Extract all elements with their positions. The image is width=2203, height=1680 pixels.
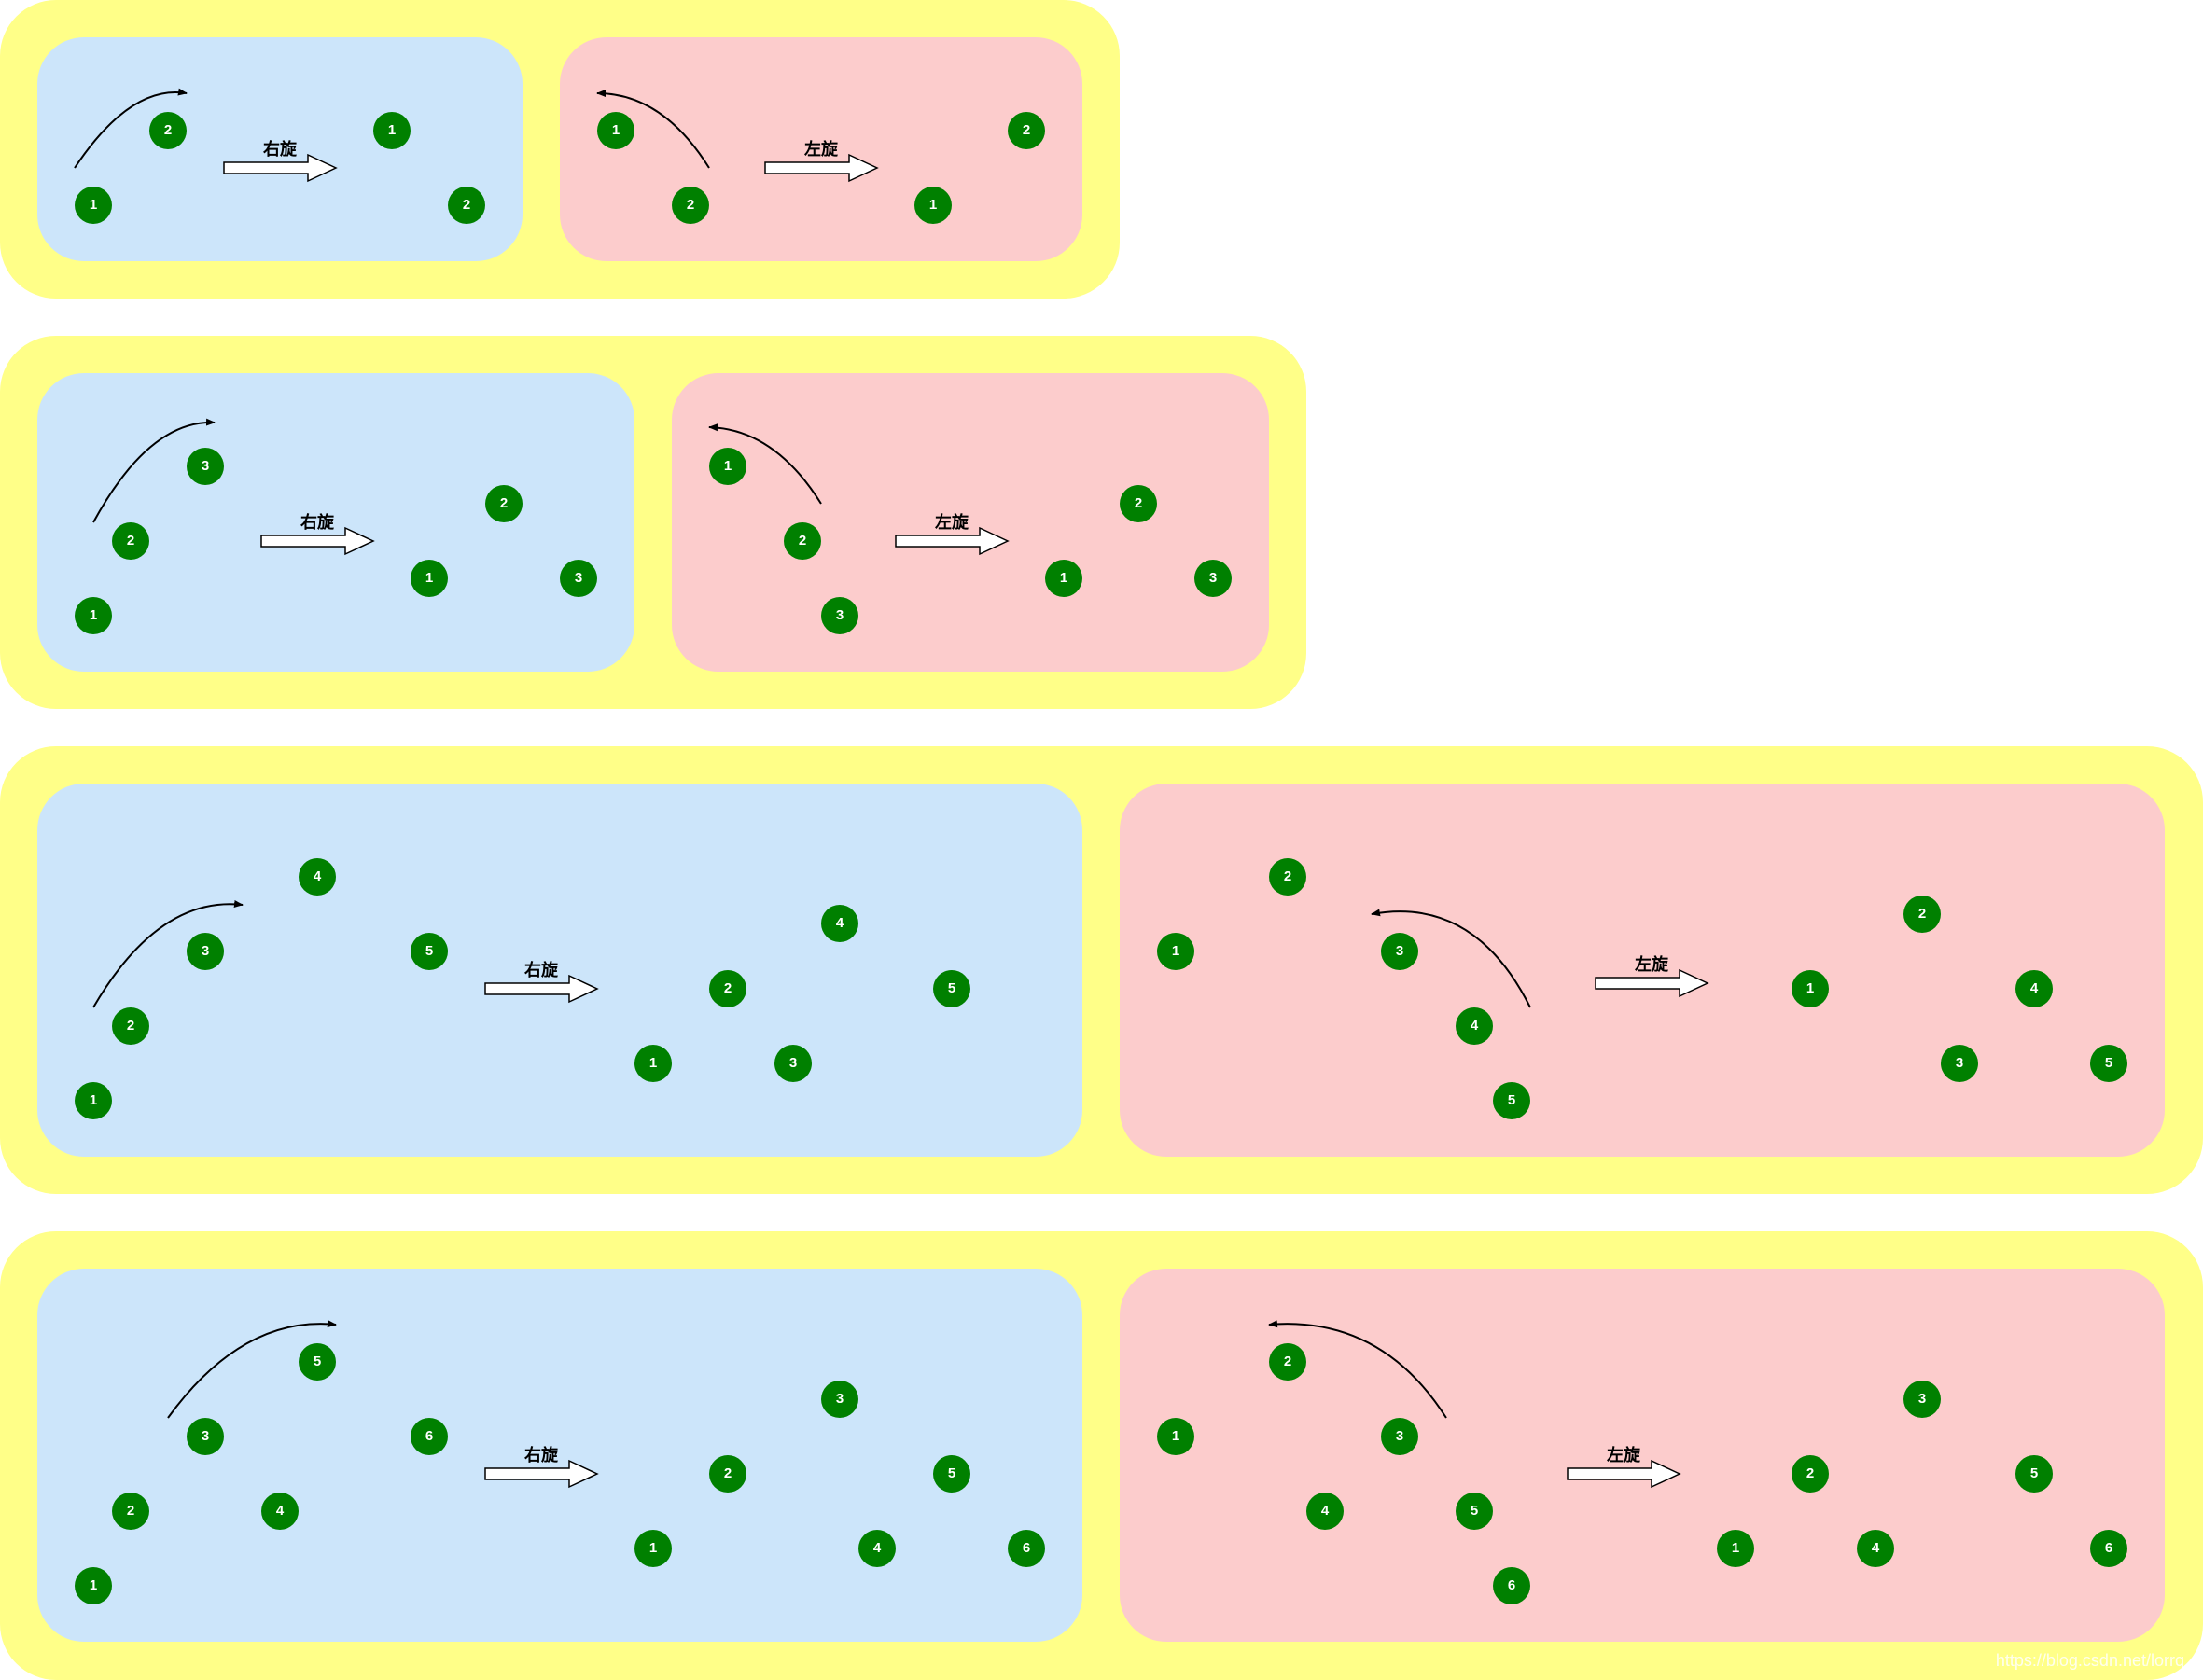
- tree-node: 6: [2090, 1530, 2127, 1567]
- tree-node: 5: [1456, 1493, 1493, 1530]
- tree-node: 2: [448, 187, 485, 224]
- watermark: https://blog.csdn.net/lorrq: [1995, 1651, 2184, 1670]
- tree-node: 1: [75, 597, 112, 634]
- tree-node: 1: [75, 187, 112, 224]
- tree-node: 2: [112, 1493, 149, 1530]
- tree-node: 1: [75, 1082, 112, 1119]
- tree-node: 3: [560, 560, 597, 597]
- tree-node: 5: [933, 1455, 970, 1493]
- tree-node: 3: [1941, 1045, 1978, 1082]
- tree-node: 2: [112, 522, 149, 560]
- tree-node: 3: [1381, 1418, 1418, 1455]
- tree-node: 5: [2015, 1455, 2053, 1493]
- left-rotate-label: 左旋: [935, 513, 969, 533]
- tree-node: 3: [821, 597, 858, 634]
- tree-node: 2: [149, 112, 187, 149]
- tree-node: 5: [1493, 1082, 1530, 1119]
- tree-node: 1: [1157, 933, 1194, 970]
- tree-node: 2: [1008, 112, 1045, 149]
- tree-node: 5: [2090, 1045, 2127, 1082]
- tree-node: 1: [373, 112, 411, 149]
- tree-node: 5: [933, 970, 970, 1007]
- tree-node: 3: [187, 1418, 224, 1455]
- tree-node: 5: [299, 1343, 336, 1381]
- tree-node: 1: [1157, 1418, 1194, 1455]
- tree-node: 1: [75, 1567, 112, 1604]
- left-rotate-label: 左旋: [1607, 1446, 1640, 1465]
- tree-node: 4: [858, 1530, 896, 1567]
- right-rotate-label: 右旋: [524, 1446, 558, 1465]
- tree-node: 6: [411, 1418, 448, 1455]
- tree-node: 4: [261, 1493, 299, 1530]
- tree-node: 1: [1045, 560, 1082, 597]
- tree-node: 2: [1269, 858, 1306, 896]
- tree-node: 4: [1857, 1530, 1894, 1567]
- tree-node: 2: [672, 187, 709, 224]
- tree-node: 4: [2015, 970, 2053, 1007]
- tree-node: 4: [1306, 1493, 1344, 1530]
- tree-node: 3: [1903, 1381, 1941, 1418]
- tree-node: 3: [187, 448, 224, 485]
- tree-node: 1: [1717, 1530, 1754, 1567]
- tree-node: 1: [634, 1045, 672, 1082]
- tree-node: 1: [634, 1530, 672, 1567]
- tree-node: 2: [1792, 1455, 1829, 1493]
- tree-node: 2: [709, 1455, 746, 1493]
- tree-node: 5: [411, 933, 448, 970]
- tree-node: 4: [299, 858, 336, 896]
- tree-node: 2: [1269, 1343, 1306, 1381]
- tree-node: 1: [597, 112, 634, 149]
- tree-node: 1: [914, 187, 952, 224]
- tree-node: 3: [821, 1381, 858, 1418]
- left-rotation-panel-2: [672, 373, 1269, 672]
- left-rotate-label: 左旋: [804, 140, 838, 160]
- tree-node: 6: [1493, 1567, 1530, 1604]
- tree-node: 3: [187, 933, 224, 970]
- tree-node: 1: [1792, 970, 1829, 1007]
- right-rotate-label: 右旋: [300, 513, 334, 533]
- tree-node: 4: [821, 905, 858, 942]
- tree-node: 3: [1381, 933, 1418, 970]
- tree-node: 2: [1903, 896, 1941, 933]
- tree-node: 2: [709, 970, 746, 1007]
- tree-node: 2: [112, 1007, 149, 1045]
- tree-node: 2: [1120, 485, 1157, 522]
- tree-node: 2: [784, 522, 821, 560]
- tree-node: 6: [1008, 1530, 1045, 1567]
- right-rotate-label: 右旋: [524, 961, 558, 980]
- tree-node: 1: [411, 560, 448, 597]
- tree-node: 1: [709, 448, 746, 485]
- left-rotate-label: 左旋: [1635, 955, 1668, 975]
- tree-node: 3: [774, 1045, 812, 1082]
- tree-node: 3: [1194, 560, 1232, 597]
- tree-node: 4: [1456, 1007, 1493, 1045]
- right-rotate-label: 右旋: [263, 140, 297, 160]
- tree-node: 2: [485, 485, 523, 522]
